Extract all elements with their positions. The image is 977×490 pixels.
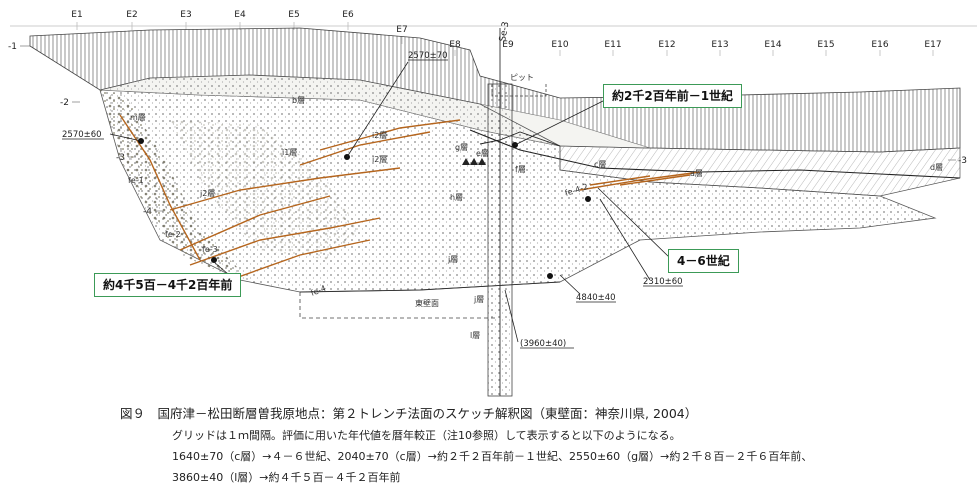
fault-line <box>579 171 701 191</box>
callout-box: 約2千2百年前－1世紀 <box>603 84 743 108</box>
fault-line <box>179 195 331 251</box>
grid-label-e16: E16 <box>871 40 888 50</box>
fault-label-fe2: fe-2 <box>165 230 181 239</box>
caption-line: グリッドは１ｍ間隔。評価に用いた年代値を暦年較正（注10参照）して表示すると以下… <box>172 429 681 442</box>
fault-line <box>619 174 691 186</box>
gravel-zone-mid <box>170 120 360 260</box>
callout-box: 4－6世紀 <box>668 249 739 273</box>
grid-column-labels: E1 E2 E3 E4 E5 E6 E7 E8 E9 E10 E11 E12 E… <box>71 10 941 50</box>
layer-label-m: m層 <box>130 113 146 122</box>
wall-label: 東壁面 <box>415 298 439 308</box>
layer-label-c: c層 <box>594 160 606 169</box>
grid-label-e5: E5 <box>288 10 299 20</box>
pit-outline <box>491 84 547 97</box>
grid-label-e3: E3 <box>180 10 191 20</box>
layer-label-b: b層 <box>292 96 305 105</box>
fault-line <box>229 239 371 281</box>
grid-label-e9: E9 <box>502 40 514 50</box>
grid-label-e2: E2 <box>126 10 137 20</box>
fault-label-fe3: fe-3 <box>202 245 218 254</box>
grid-label-e12: E12 <box>658 40 675 50</box>
layer-label-j-lower: j層 <box>473 295 484 304</box>
sample-markers <box>462 158 486 165</box>
grid-label-e10: E10 <box>551 40 568 50</box>
layer-label-i: j2層 <box>199 189 215 198</box>
callout-box: 約4千5百－4千2百年前 <box>94 273 242 297</box>
date-label-1: 2570±70 <box>408 51 448 61</box>
grid-label-e13: E13 <box>711 40 728 50</box>
se3-label: Se-3 <box>498 21 511 43</box>
boundary-line <box>469 129 961 179</box>
grid-label-e15: E15 <box>817 40 834 50</box>
leader-lines <box>109 61 671 343</box>
depth-label-1: -1 <box>8 42 17 52</box>
depth-label-2: -2 <box>60 98 69 108</box>
gravel-zone <box>100 90 250 280</box>
caption-line: 3860±40（l層）→約４千５百－４千２百年前 <box>172 471 401 484</box>
fault-line <box>169 167 401 211</box>
layer-label-e: e層 <box>476 149 489 158</box>
layer-label-l: l層 <box>470 331 480 340</box>
layer-label-a: a層 <box>690 169 703 178</box>
layer-label-i1: i1層 <box>282 148 297 157</box>
date-label-3: 2310±60 <box>643 277 683 287</box>
layer-label-g: g層 <box>455 143 468 152</box>
layer-label-h: h層 <box>450 193 463 202</box>
layer-label-d: d層 <box>930 163 943 172</box>
grid-label-e14: E14 <box>764 40 781 50</box>
fault-line <box>299 131 431 166</box>
grid-label-e7: E7 <box>396 25 407 35</box>
date-label-2: 2570±60 <box>62 130 102 140</box>
depth-label-right: -3 <box>958 156 967 166</box>
date-label-4: 4840±40 <box>576 293 616 303</box>
grid-label-e8: E8 <box>449 40 461 50</box>
pit-label: ピット <box>510 73 534 82</box>
grid-label-e1: E1 <box>71 10 82 20</box>
layer-label-f: f層 <box>515 165 526 174</box>
fault-line <box>189 217 381 266</box>
layer-label-i2: i2層 <box>372 131 387 140</box>
grid-label-e6: E6 <box>342 10 354 20</box>
fault-lines <box>119 114 701 281</box>
grid-label-e4: E4 <box>234 10 246 20</box>
grid-label-e17: E17 <box>924 40 941 50</box>
caption-line: 1640±70（c層）→４－６世紀、2040±70（c層）→約２千２百年前－１世… <box>172 450 813 463</box>
grid-label-e11: E11 <box>604 40 621 50</box>
fault-line <box>119 114 201 261</box>
caption-title: 図９ 国府津－松田断層曽我原地点：第２トレンチ法面のスケッチ解釈図（東壁面：神奈… <box>120 406 698 421</box>
fault-line <box>319 119 461 151</box>
lower-step-outline <box>299 292 495 319</box>
date-label-5: (3960±40) <box>520 339 566 349</box>
fault-label-fe1: fe-1 <box>128 176 144 185</box>
layer-label-i2b: i2層 <box>372 155 387 164</box>
trench-sketch: E1 E2 E3 E4 E5 E6 E7 E8 E9 E10 E11 E12 E… <box>8 10 977 397</box>
fault-line <box>589 175 651 186</box>
base-line <box>299 281 561 293</box>
figure-caption: 図９ 国府津－松田断層曽我原地点：第２トレンチ法面のスケッチ解釈図（東壁面：神奈… <box>120 403 970 490</box>
layer-label-j: j層 <box>447 255 458 264</box>
boundary-line-2 <box>479 131 561 147</box>
